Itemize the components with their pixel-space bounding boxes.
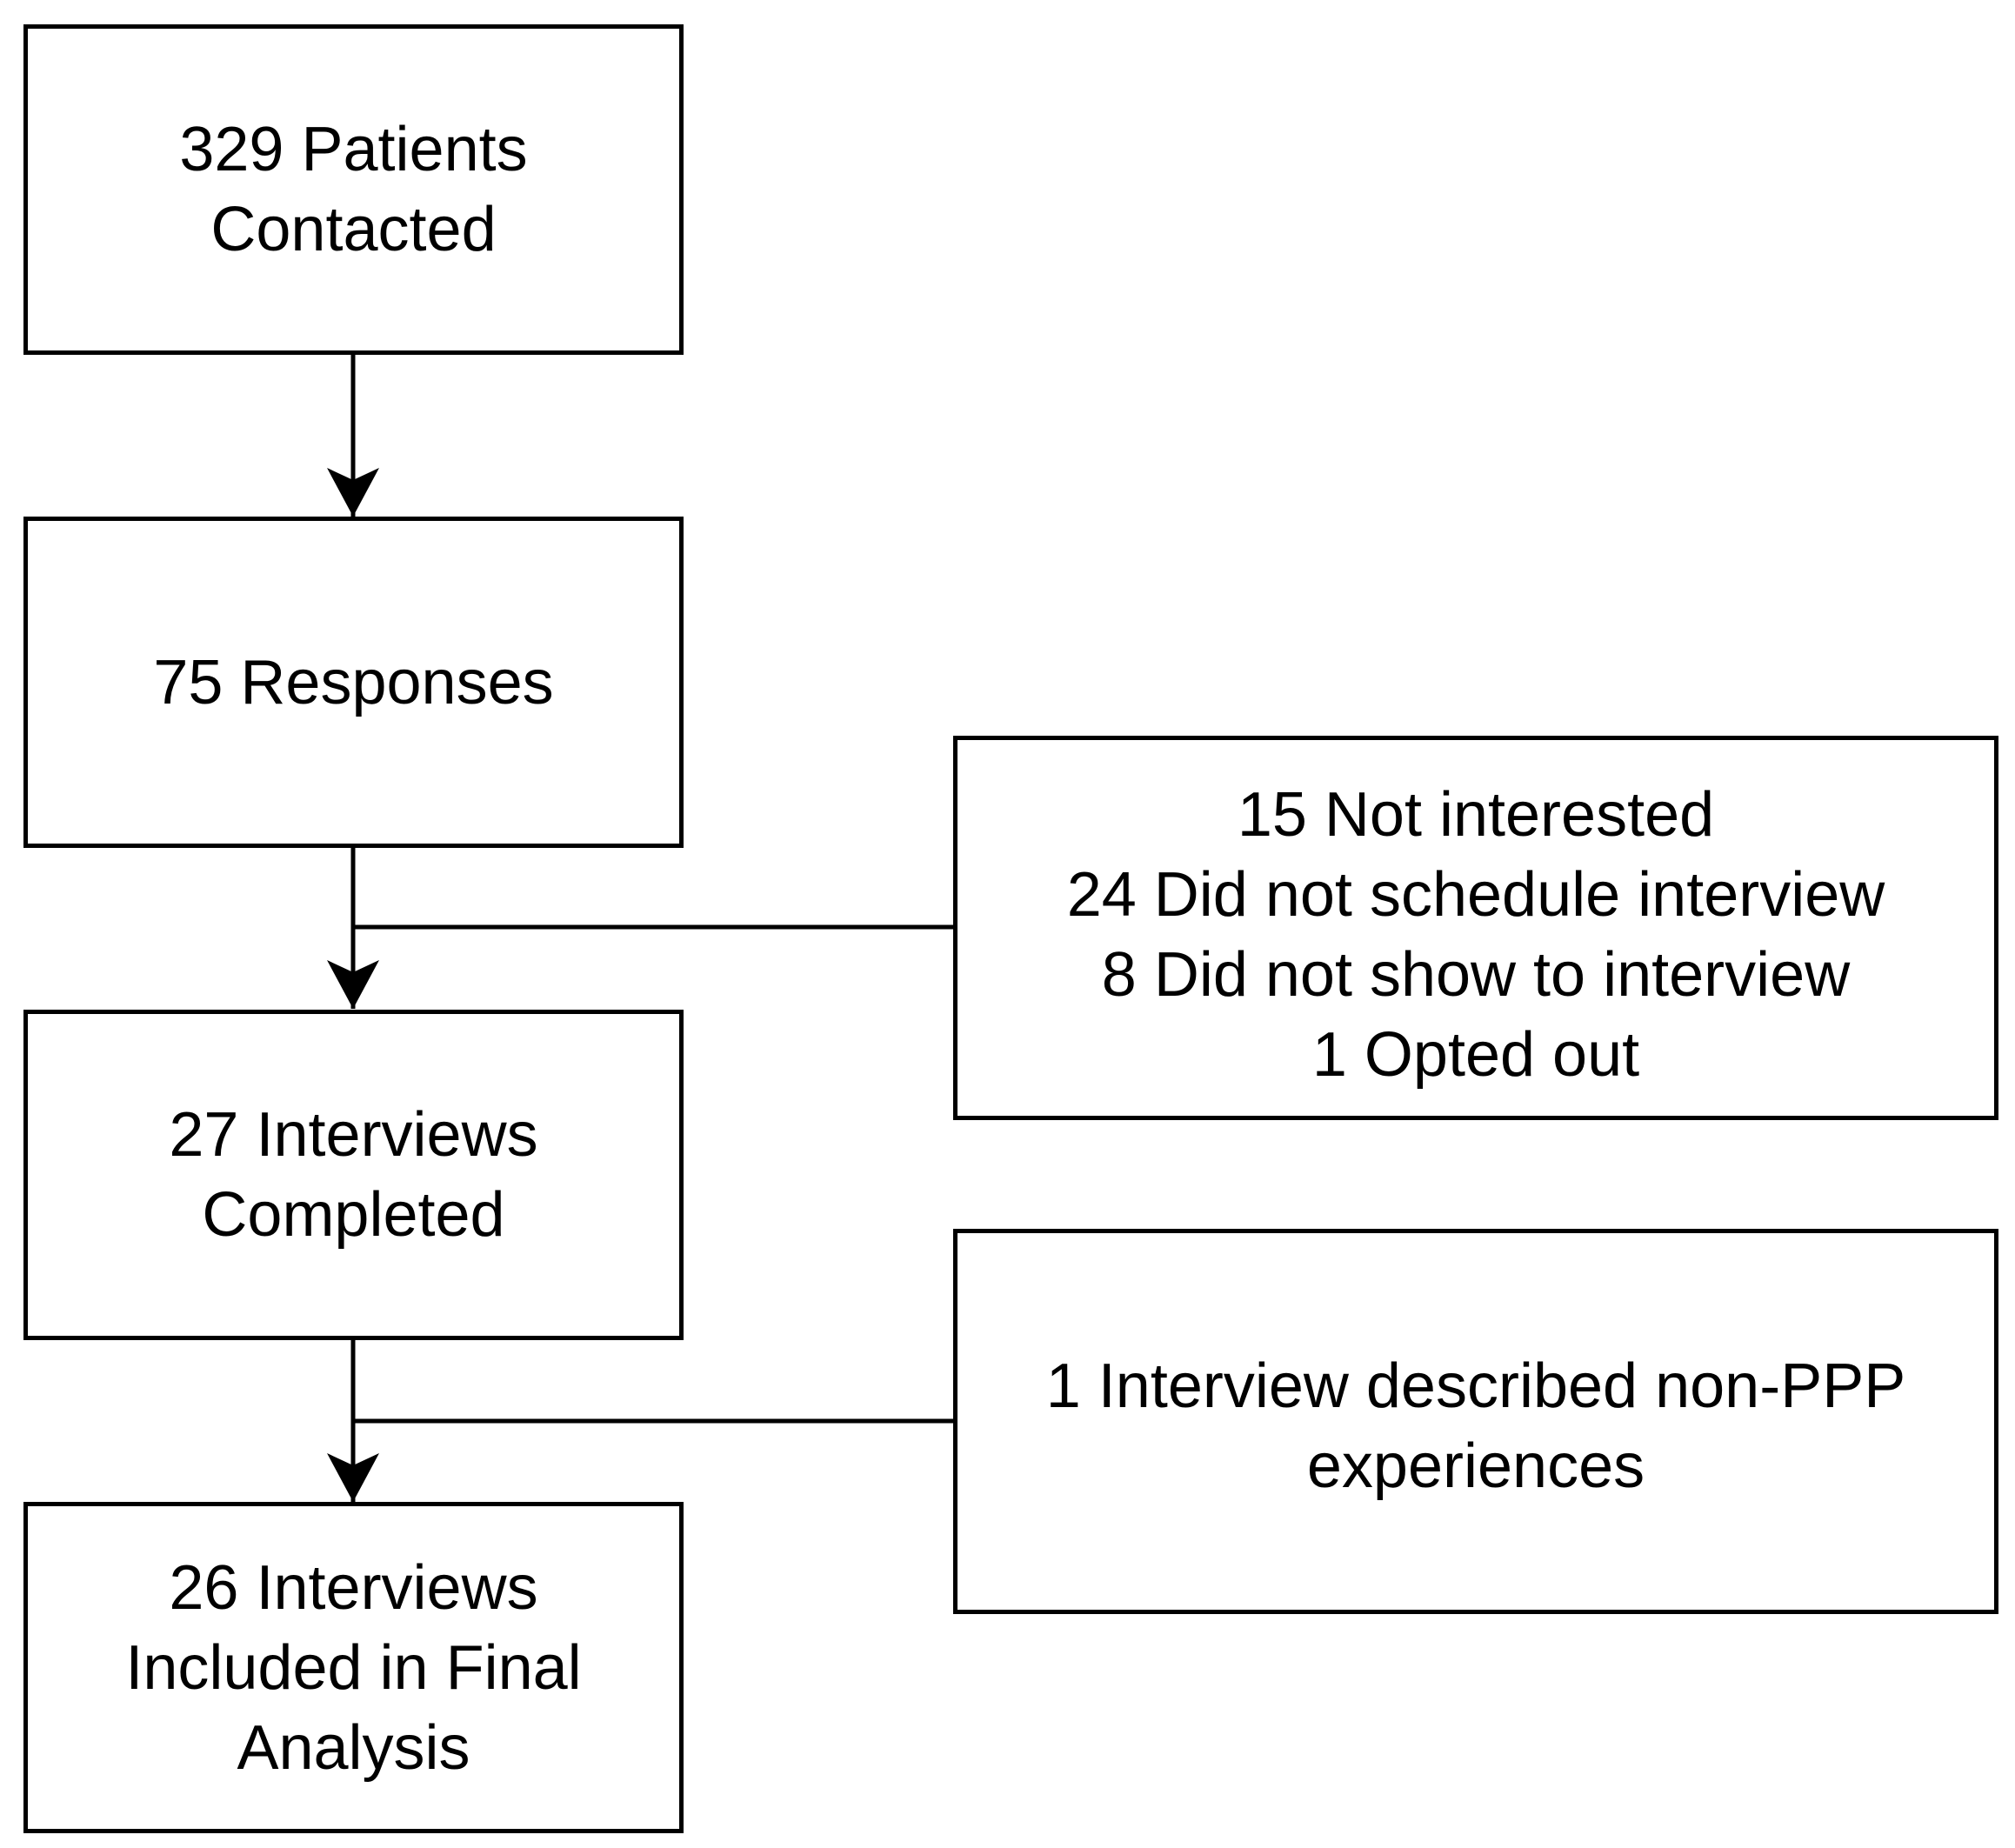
exclusion-opted-out: 1 Opted out <box>1311 1020 1640 1090</box>
box-patients-contacted: 329 Patients Contacted <box>23 24 684 355</box>
box-final-analysis-line-3: Analysis <box>237 1712 470 1783</box>
box-final-analysis-line-2: Included in Final <box>125 1632 582 1703</box>
box-interviews-completed-line-1: 27 Interviews <box>169 1100 538 1170</box>
exclusion-did-not-schedule: 24 Did not schedule interview <box>1066 860 1885 930</box>
box-final-analysis-line-1: 26 Interviews <box>169 1552 538 1623</box>
box-interviews-completed: 27 Interviews Completed <box>23 1010 684 1340</box>
box-responses: 75 Responses <box>23 517 684 848</box>
exclusion-did-not-show: 8 Did not show to interview <box>1101 940 1851 1010</box>
box-patients-contacted-line-2: Contacted <box>210 195 497 264</box>
box-patients-contacted-line-1: 329 Patients <box>179 115 528 184</box>
exclusion-not-interested: 15 Not interested <box>1237 780 1715 850</box>
exclusion-non-ppp-line-1: 1 Interview described non-PPP <box>1045 1351 1906 1421</box>
box-exclusions-after-interviews: 1 Interview described non-PPP experience… <box>953 1229 1998 1614</box>
box-exclusions-after-responses: 15 Not interested 24 Did not schedule in… <box>953 736 1998 1120</box>
box-responses-line-1: 75 Responses <box>153 647 554 717</box>
box-interviews-completed-line-2: Completed <box>202 1180 505 1250</box>
exclusion-non-ppp-line-2: experiences <box>1306 1431 1645 1501</box>
box-final-analysis: 26 Interviews Included in Final Analysis <box>23 1502 684 1833</box>
